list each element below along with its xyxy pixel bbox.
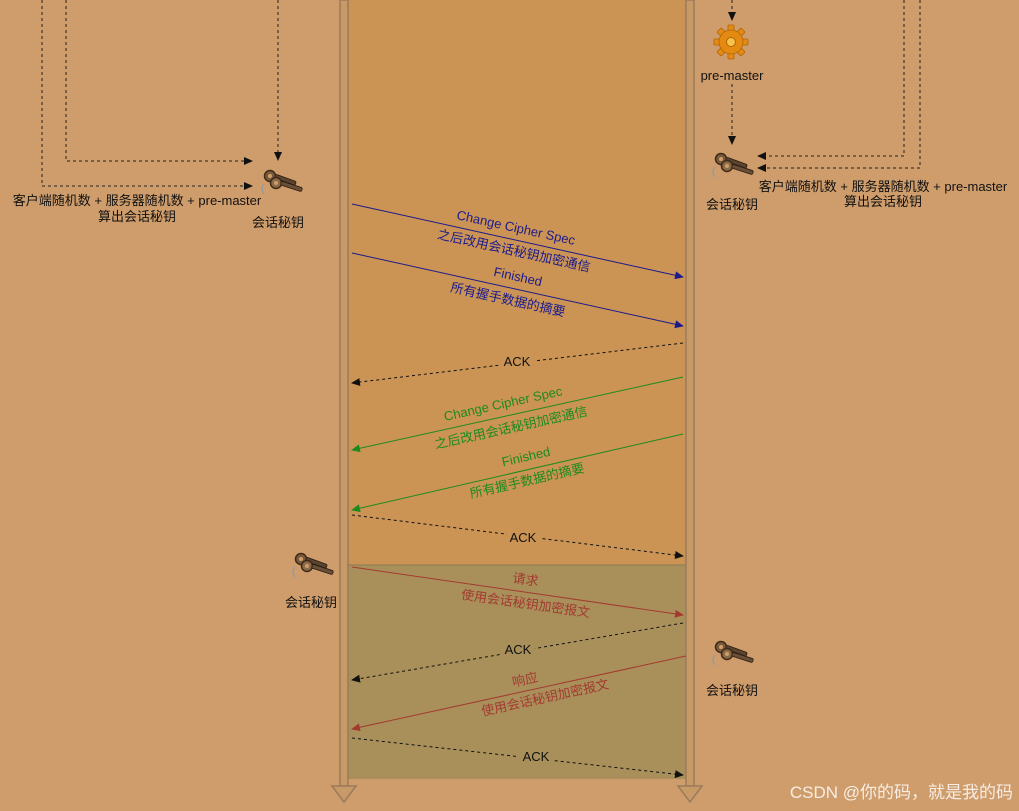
response-label: 响应 xyxy=(511,670,540,690)
client-lifeline xyxy=(330,0,358,804)
key-icon xyxy=(292,552,335,578)
premaster-label: pre-master xyxy=(700,68,764,83)
server-change-cipher-spec-arrow xyxy=(351,376,684,453)
server-session-key-label-1: 会话秘钥 xyxy=(705,197,758,212)
ack-arrow-2 xyxy=(351,514,684,559)
key-icon xyxy=(261,169,304,195)
server-finished-arrow xyxy=(351,433,684,513)
ack-label-4: ACK xyxy=(523,749,550,764)
arrow-down-icon xyxy=(330,785,358,804)
csdn-watermark: CSDN @你的码，就是我的码 xyxy=(789,783,1013,802)
ack-arrow-1 xyxy=(351,342,684,387)
client-finished-arrow xyxy=(351,252,684,329)
client-session-key-label-2: 会话秘钥 xyxy=(284,595,337,610)
ack-arrow-3 xyxy=(351,622,684,683)
ack-label-1: ACK xyxy=(504,354,531,369)
handshake-phase-band xyxy=(345,0,687,565)
client-calc-line1: 客户端随机数 + 服务器随机数 + pre-master xyxy=(12,193,262,208)
server-session-key-label-2: 会话秘钥 xyxy=(705,683,758,698)
client-calc-line2: 算出会话秘钥 xyxy=(97,209,176,224)
server-key-derivation-arrows xyxy=(728,0,921,172)
client-key-derivation-arrows xyxy=(41,0,282,190)
server-lifeline xyxy=(676,0,704,804)
ack-label-3: ACK xyxy=(505,642,532,657)
key-icon xyxy=(712,152,755,178)
gear-icon xyxy=(713,24,749,60)
response-arrow xyxy=(351,655,687,732)
ack-label-2: ACK xyxy=(510,530,537,545)
client-change-cipher-spec-arrow xyxy=(351,203,684,280)
arrow-down-icon xyxy=(676,785,704,804)
request-label: 请求 xyxy=(512,570,540,589)
request-arrow xyxy=(351,566,684,618)
client-session-key-label-1: 会话秘钥 xyxy=(251,215,304,230)
key-icon xyxy=(712,640,755,666)
ack-arrow-4 xyxy=(351,737,684,779)
server-calc-line2: 算出会话秘钥 xyxy=(843,194,922,209)
server-calc-line1: 客户端随机数 + 服务器随机数 + pre-master xyxy=(758,179,1008,194)
